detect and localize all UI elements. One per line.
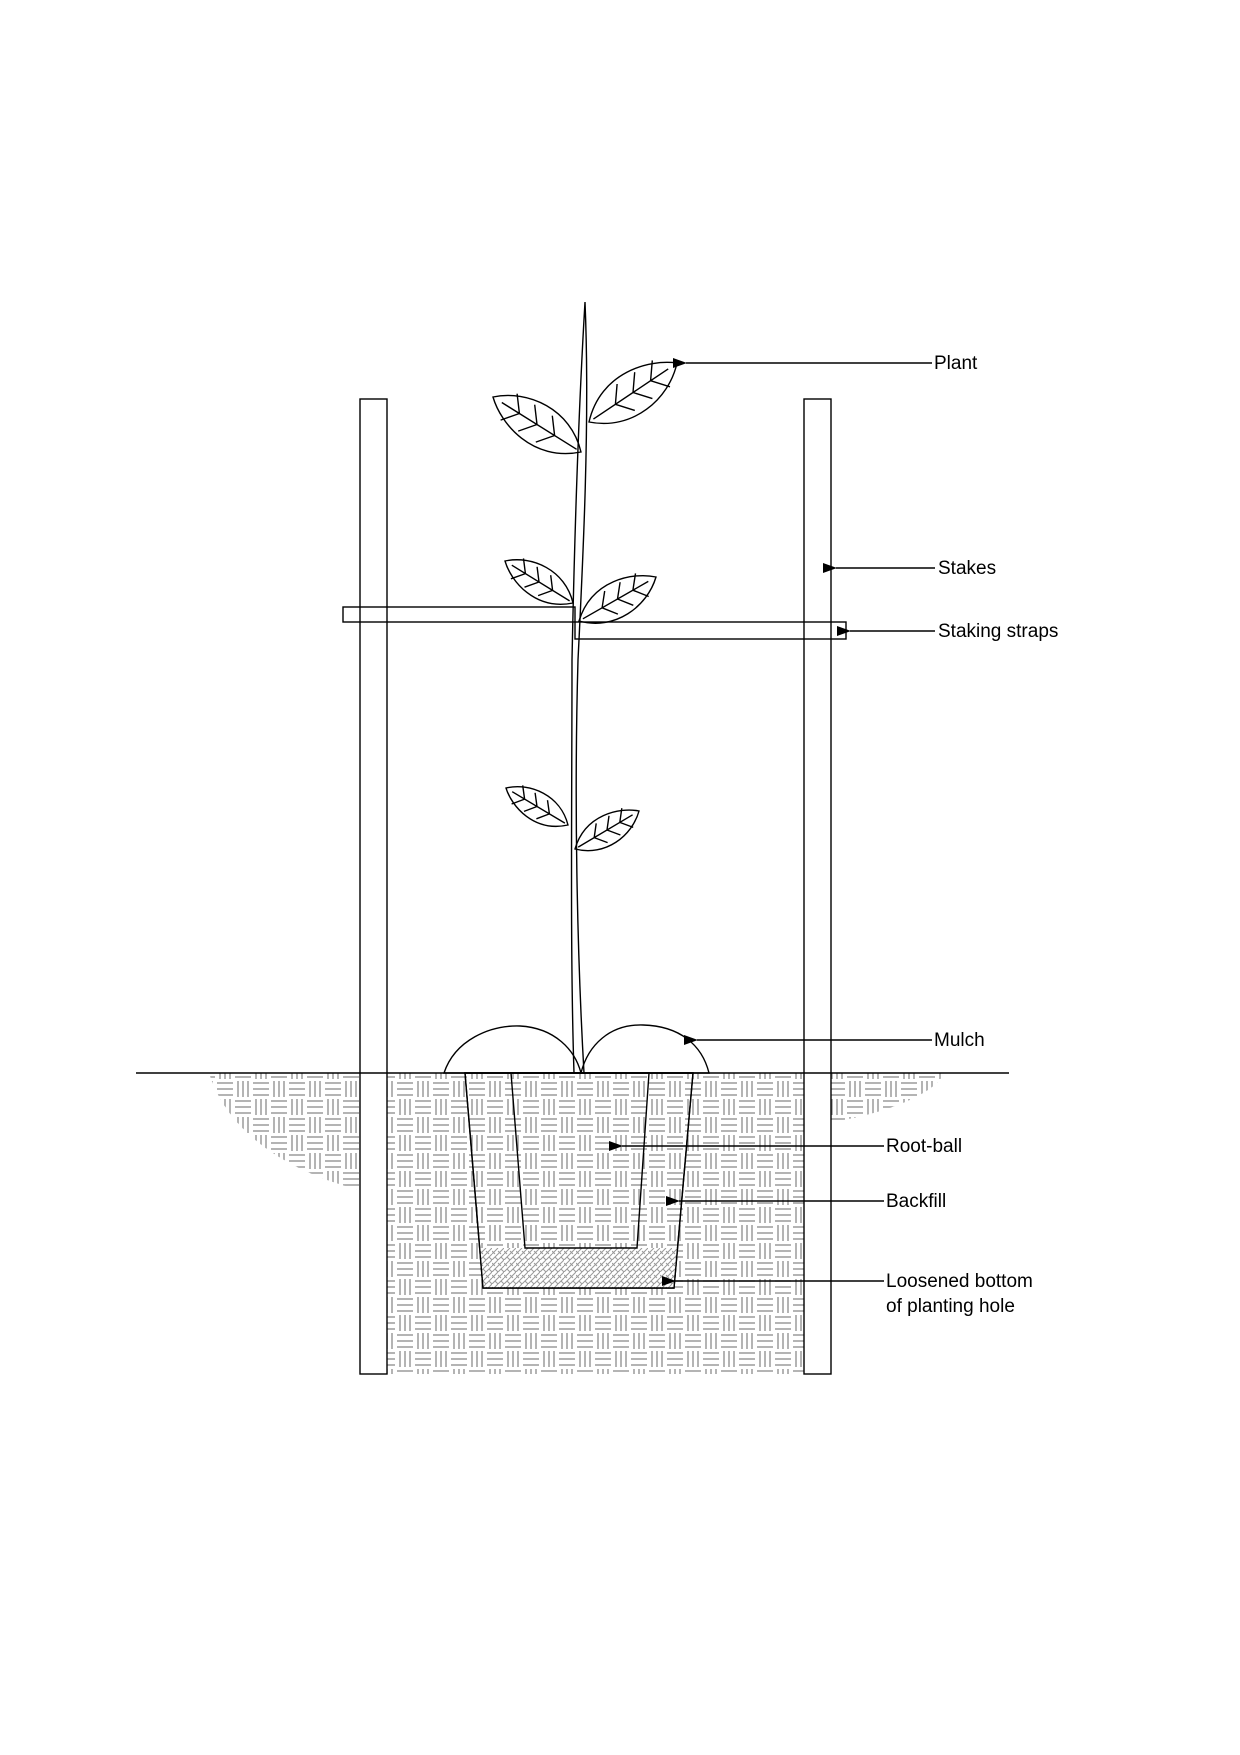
- label-stakes: Stakes: [938, 558, 996, 579]
- mulch-left: [443, 1025, 582, 1074]
- soil-between-stakes: [387, 1073, 804, 1374]
- label-root-ball: Root-ball: [886, 1136, 962, 1157]
- leaf-veins: [582, 573, 649, 620]
- leaf: [492, 394, 582, 455]
- stake-left: [359, 398, 388, 1375]
- label-backfill: Backfill: [886, 1191, 946, 1212]
- leaf-veins: [510, 558, 570, 602]
- plant-leaves: [492, 360, 678, 852]
- plant-stem: [570, 301, 588, 1074]
- leaf-veins: [577, 808, 634, 848]
- mulch-right: [580, 1024, 710, 1074]
- label-loosened-line1: Loosened bottom: [886, 1271, 1033, 1292]
- callout-plant: Plant: [673, 353, 978, 374]
- soil-right-outside: [831, 1073, 944, 1122]
- label-mulch: Mulch: [934, 1030, 985, 1051]
- leaf: [504, 559, 574, 605]
- soil-left-outside: [209, 1073, 360, 1190]
- callout-loosened-bottom: Loosened bottom of planting hole: [662, 1271, 1033, 1317]
- leaf: [505, 786, 569, 827]
- leaf-veins: [593, 360, 671, 420]
- label-plant: Plant: [934, 353, 978, 374]
- callout-root-ball: Root-ball: [609, 1136, 962, 1157]
- staking-strap-left: [342, 606, 576, 623]
- leaf-veins: [511, 785, 566, 824]
- callout-mulch: Mulch: [684, 1030, 985, 1051]
- leaf: [574, 809, 640, 852]
- staking-strap-right: [574, 621, 847, 640]
- label-staking-straps: Staking straps: [938, 621, 1058, 642]
- label-loosened-line2: of planting hole: [886, 1296, 1015, 1317]
- callout-stakes: Stakes: [823, 558, 996, 579]
- stake-right: [803, 398, 832, 1375]
- leaf-veins: [500, 393, 577, 450]
- leaf: [578, 574, 657, 624]
- callout-backfill: Backfill: [666, 1191, 946, 1212]
- loosened-bottom: [479, 1248, 678, 1288]
- callout-staking-straps: Staking straps: [837, 621, 1058, 642]
